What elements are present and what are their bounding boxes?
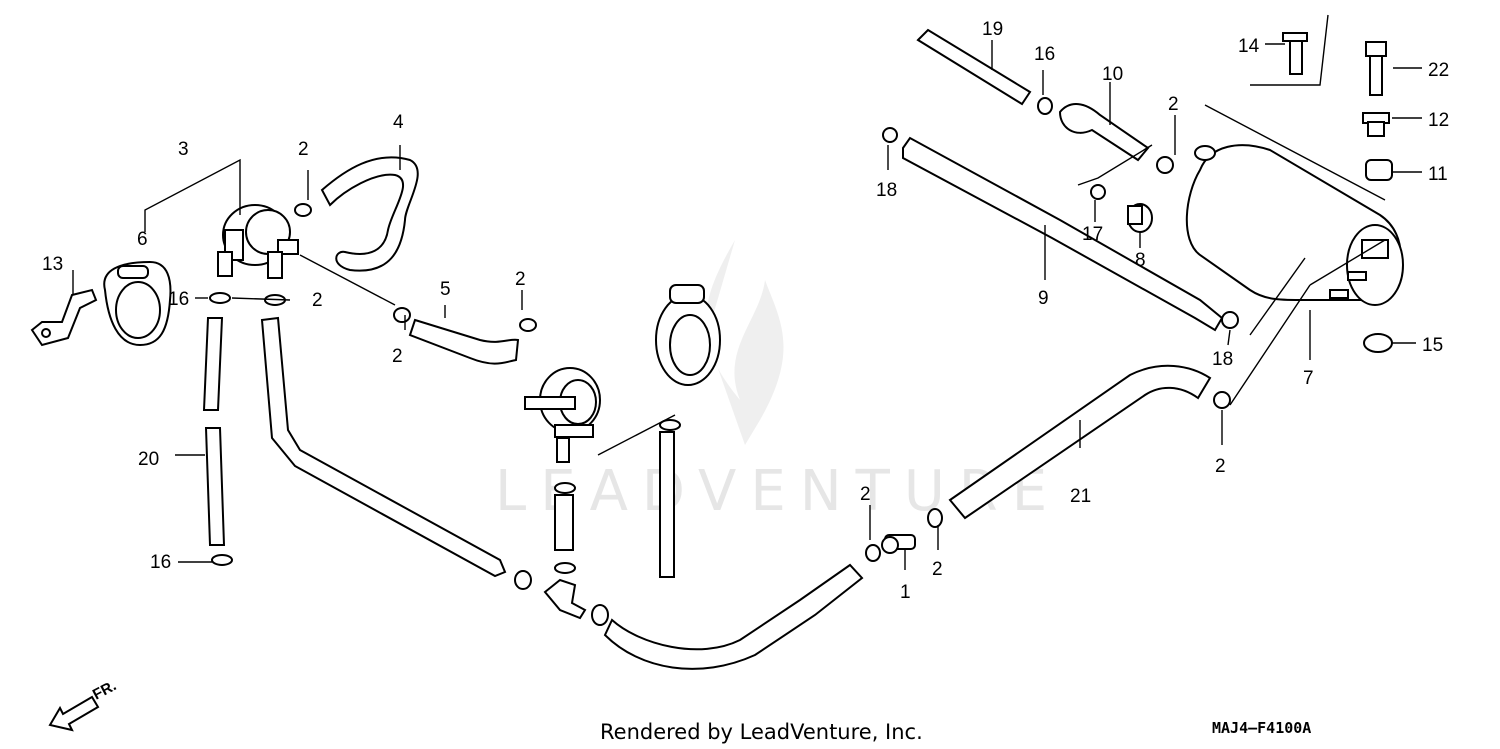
callout-2f: 2: [932, 559, 943, 580]
callout-6: 6: [137, 229, 148, 250]
callout-7: 7: [1303, 368, 1314, 389]
credit-text: Rendered by LeadVenture, Inc.: [600, 720, 923, 744]
callout-15: 15: [1422, 335, 1443, 356]
callout-18b: 18: [1212, 349, 1233, 370]
callout-9: 8: [1135, 250, 1146, 271]
callout-17: 17: [1082, 224, 1103, 245]
callout-13: 13: [42, 254, 63, 275]
leader-lines: [72, 40, 1422, 570]
bracket-part-13[interactable]: [30, 288, 98, 347]
callout-22: 22: [1428, 60, 1449, 81]
callout-5: 5: [440, 279, 451, 300]
clamp-parts-right: [882, 97, 1239, 409]
callout-2d: 2: [392, 346, 403, 367]
joint-part-1[interactable]: [865, 508, 943, 562]
hose-part-4[interactable]: [320, 156, 419, 272]
callout-2e: 2: [860, 484, 871, 505]
callout-10: 9: [1038, 288, 1049, 309]
lower-hose[interactable]: [603, 563, 864, 670]
callout-18a: 18: [876, 180, 897, 201]
callout-2a: 2: [298, 139, 309, 160]
valve-part-9[interactable]: [1127, 203, 1153, 233]
callout-2g: 2: [1215, 456, 1226, 477]
small-parts-right[interactable]: [1282, 32, 1393, 353]
callout-2h: 2: [1168, 94, 1179, 115]
hose-part-21[interactable]: [948, 364, 1212, 520]
hose-part-20[interactable]: [202, 317, 226, 546]
callout-3: 3: [178, 139, 189, 160]
hose-part-10[interactable]: [902, 136, 1224, 332]
pipe-center[interactable]: [543, 419, 681, 620]
holder-center[interactable]: [655, 284, 721, 386]
callout-2c: 2: [515, 269, 526, 290]
valve-assembly-center[interactable]: [524, 367, 601, 463]
callout-14: 14: [1238, 36, 1260, 57]
callout-1: 1: [900, 582, 911, 603]
callout-8: 10: [1102, 64, 1123, 85]
callout-20: 20: [138, 449, 159, 470]
callout-16b: 16: [150, 552, 171, 573]
callout-21: 21: [1070, 486, 1091, 507]
valve-assembly-left[interactable]: [217, 204, 299, 279]
hose-part-19[interactable]: [916, 28, 1032, 106]
holder-part-6[interactable]: [103, 260, 172, 347]
callout-19: 19: [982, 19, 1003, 40]
clamp-center: [591, 604, 609, 626]
watermark: LEADVENTURE: [495, 240, 1061, 524]
hose-part-5[interactable]: [408, 318, 520, 365]
hose-part-8[interactable]: [1058, 103, 1150, 162]
callout-12: 12: [1428, 110, 1449, 131]
callout-16a: 16: [168, 289, 189, 310]
frame-line: [1250, 14, 1329, 86]
diagram-code: MAJ4—F4100A: [1212, 719, 1311, 737]
clamp-parts-left: [209, 203, 537, 590]
callout-2b: 2: [312, 290, 323, 311]
canister-part-7[interactable]: [1185, 144, 1404, 306]
long-pipe[interactable]: [260, 316, 507, 578]
callout-16c: 16: [1034, 44, 1055, 65]
watermark-text: LEADVENTURE: [495, 459, 1061, 524]
callout-11: 11: [1428, 164, 1448, 185]
front-direction-indicator: FR.: [48, 677, 119, 732]
callout-4: 4: [393, 112, 404, 133]
callout-labels: 3 6 13 16 2 4 2 5 2 2 20 16 2 1 2 21 2 9…: [42, 19, 1449, 603]
